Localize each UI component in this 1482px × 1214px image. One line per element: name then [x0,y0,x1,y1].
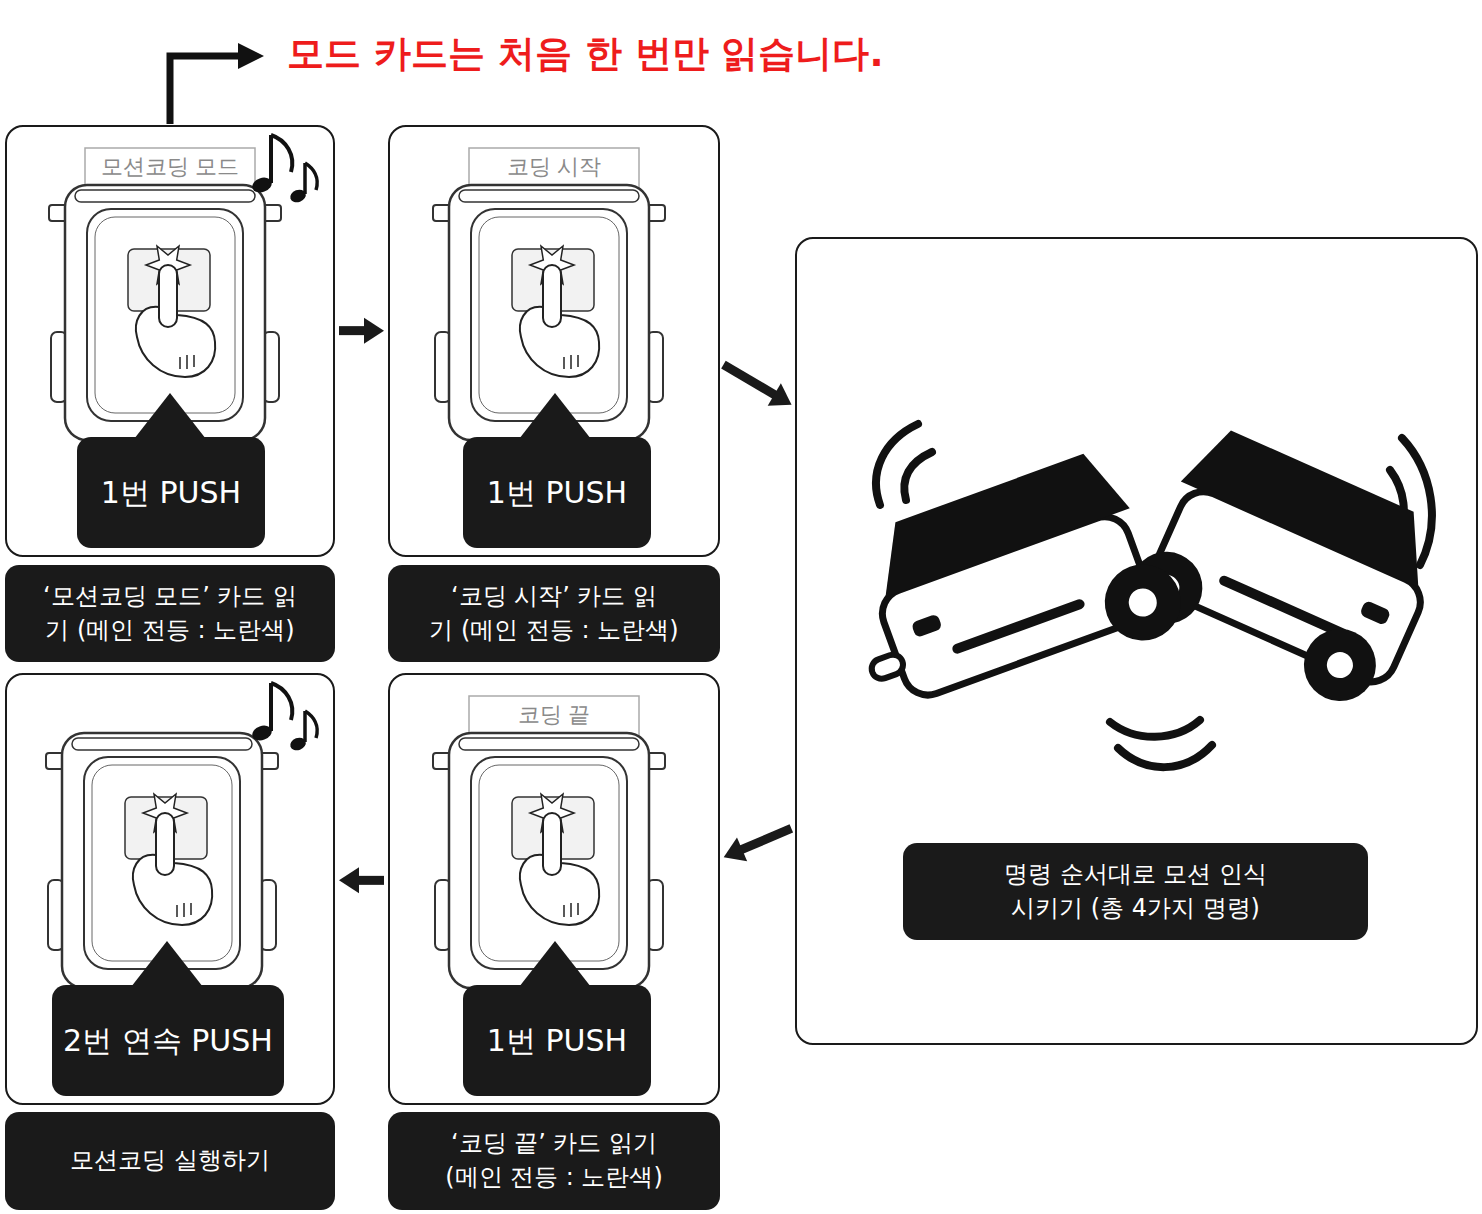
arrow-head [768,383,792,405]
push-text: 2번 연속 PUSH [63,1023,273,1059]
arrow-line [355,876,384,885]
step-caption: ‘모션코딩 모드’ 카드 읽기 (메인 전등 : 노란색) [5,565,335,662]
push-text: 1번 PUSH [101,475,241,511]
arrow-head [724,837,747,861]
card-label: 코딩 끝 [390,701,718,729]
push-text: 1번 PUSH [487,475,627,511]
step-caption: ‘코딩 시작’ 카드 읽기 (메인 전등 : 노란색) [388,565,720,662]
caption-text: 명령 순서대로 모션 인식시키기 (총 4가지 명령) [917,858,1354,925]
step-panel: 모션코딩 모드 1번 PUSH [5,125,335,557]
push-callout: 1번 PUSH [463,985,651,1096]
step-panel: 코딩 끝 1번 PUSH [388,673,720,1105]
arrow-head [364,318,384,344]
card-label: 모션코딩 모드 [7,153,333,181]
note-text: 모드 카드는 처음 한 번만 읽습니다. [287,30,883,78]
arrow-head [339,867,359,893]
flow-arrow [339,867,384,893]
step-caption: 명령 순서대로 모션 인식시키기 (총 4가지 명령) [903,843,1368,940]
caption-text: ‘코딩 끝’ 카드 읽기 (메인 전등 : 노란색) [402,1127,706,1194]
step-panel: 코딩 시작 1번 PUSH [388,125,720,557]
push-callout: 2번 연속 PUSH [52,985,284,1096]
push-callout: 1번 PUSH [463,437,651,548]
arrow-line [738,828,791,851]
flow-arrow [724,828,792,861]
caption-text: ‘코딩 시작’ 카드 읽기 (메인 전등 : 노란색) [402,580,706,647]
caption-text: ‘모션코딩 모드’ 카드 읽기 (메인 전등 : 노란색) [19,580,321,647]
push-callout: 1번 PUSH [77,437,265,548]
step-caption: ‘코딩 끝’ 카드 읽기 (메인 전등 : 노란색) [388,1112,720,1210]
step-panel: 2번 연속 PUSH [5,673,335,1105]
flow-arrow [339,318,384,344]
flow-arrow [723,365,791,406]
arrow-line [339,326,368,335]
step-panel: 명령 순서대로 모션 인식시키기 (총 4가지 명령) [795,237,1478,1045]
caption-text: 모션코딩 실행하기 [70,1144,270,1178]
step-caption: 모션코딩 실행하기 [5,1112,335,1210]
arrow-line [723,365,777,397]
card-label: 코딩 시작 [390,153,718,181]
push-text: 1번 PUSH [487,1023,627,1059]
